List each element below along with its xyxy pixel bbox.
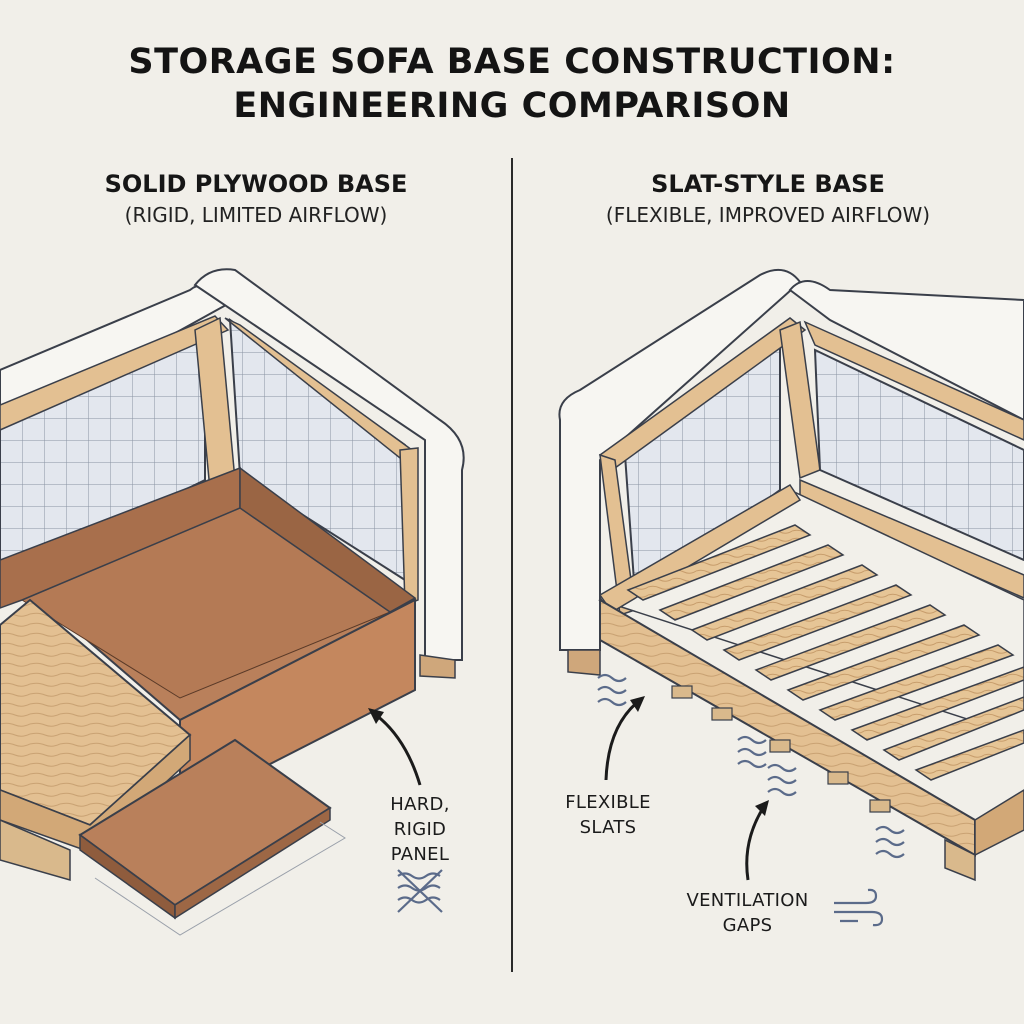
right-panel-heading: SLAT-STYLE BASE [651,170,885,198]
slat [914,729,1024,781]
slat-sofa-illustration [558,268,1024,927]
front-rail-end [974,789,1024,857]
slat [850,666,1024,741]
airflow-wind-icon [597,673,905,859]
arm-foot [419,654,456,679]
back-corner-post-right [779,320,821,480]
no-airflow-icon [397,869,443,913]
rigid-panel-label-line1: HARD, [390,794,450,815]
ventilation-gaps-label-line2: GAPS [722,915,773,936]
rigid-panel-arrowhead [368,708,384,724]
gaps-arrow [745,804,767,881]
front-foot-right [567,649,601,676]
flexible-slats [626,524,1024,781]
rigid-panel-arrow [371,710,422,786]
slats-arrowhead [630,696,645,712]
rigid-panel-label-line2: RIGID [393,819,447,840]
back-frame-mesh-right [813,348,1024,562]
slat [882,696,1024,761]
left-panel-subheading: (RIGID, LIMITED AIRFLOW) [124,203,388,227]
slat [626,524,812,601]
flexible-slats-label: FLEXIBLE SLATS [548,790,668,840]
page-title-line1: STORAGE SOFA BASE CONSTRUCTION: [128,42,896,82]
plywood-sofa-illustration [0,268,465,936]
slat [690,564,879,641]
back-cushion-shell-right [788,280,1024,422]
panel-shadow-outline [94,821,346,936]
back-seat-rail-right [799,478,1024,599]
back-top-rail-right [803,320,1024,441]
wind-icon [834,888,884,927]
slats-arrow [604,698,641,781]
right-panel-subheading: (FLEXIBLE, IMPROVED AIRFLOW) [605,203,931,227]
left-panel-heading: SOLID PLYWOOD BASE [104,170,408,198]
slat [754,604,947,681]
slat [818,644,1015,721]
slat [786,624,981,701]
hard-rigid-panel-edge-right [174,806,331,920]
front-leg-right [944,838,976,882]
lid-panel-edge [0,733,191,853]
ventilation-gaps-label-line1: VENTILATION [686,890,809,911]
rigid-panel-label-line3: PANEL [390,844,450,865]
plywood-box-back-wall [0,466,241,609]
flexible-slats-label-line2: SLATS [579,817,637,838]
flexible-slats-label-line1: FLEXIBLE [565,792,651,813]
page-title-line2: ENGINEERING COMPARISON [233,86,791,126]
gaps-arrowhead [755,800,769,816]
slat-ends [671,685,891,813]
rigid-panel-label: HARD, RIGID PANEL [370,792,470,867]
ventilation-gaps-label: VENTILATION GAPS [665,888,830,938]
arm-shell [193,268,465,661]
back-top-rail [0,315,230,431]
arm-front-post [399,447,419,607]
slat [722,584,913,661]
slat [658,544,845,621]
base-rail-left [0,819,71,881]
